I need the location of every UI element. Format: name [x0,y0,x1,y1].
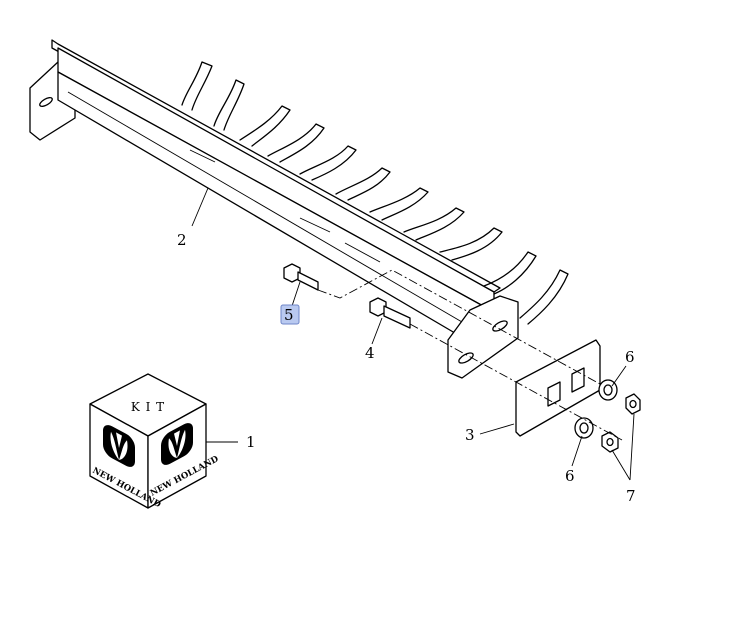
tine-3 [239,105,291,147]
callout-4[interactable]: 4 [365,344,375,362]
bar-mark-2 [299,217,331,233]
leader-7 [611,413,635,481]
left-plate-slot [39,96,53,108]
leader-5 [291,281,301,307]
assembly-center-lines [317,269,623,441]
washer-upper-hole [603,384,613,396]
leader-lines [191,187,635,481]
bar-lower-face [57,71,495,337]
leader-6-upper [611,365,627,387]
tine-9 [439,227,503,261]
leader-3 [479,423,515,435]
callout-7[interactable]: 7 [626,487,636,505]
callout-5-highlight [280,304,300,325]
tine-7 [369,187,429,221]
nut-upper-hole [629,399,637,409]
nut-lower-body [601,431,619,453]
bar-top-flange [51,39,501,293]
right-plate-slot-upper [492,320,508,332]
kit-logo-left-icon [103,425,135,467]
nut-lower [601,431,619,453]
leader-6-lower [571,435,583,467]
tine-4 [267,123,325,163]
callout-5-label: 5 [284,306,294,324]
bar-front-face [57,47,495,313]
nut-upper [625,393,641,415]
bar-mark-3 [344,242,381,263]
callout-3-label: 3 [465,426,475,444]
callout-5-selected[interactable]: 5 [280,304,300,325]
bolt-5-shank [297,271,319,291]
nut-upper-body [625,393,641,415]
bolt-4-drawing [369,297,411,329]
washer-lower [574,417,594,439]
tine-1 [181,61,213,111]
callout-7-label: 7 [626,487,636,505]
bolt-5-drawing [283,263,319,291]
callout-3[interactable]: 3 [465,426,475,444]
tine-bar-assembly [29,39,569,379]
center-line-bolt-4 [409,323,623,441]
callout-6-upper-label: 6 [625,348,635,366]
callout-6-lower[interactable]: 6 [565,467,575,485]
callout-1[interactable]: 1 [246,433,256,451]
washer-lower-hole [579,422,589,434]
callout-2[interactable]: 2 [177,231,187,249]
kit-logo-right-icon [161,423,193,465]
bolt-4-shank [383,305,411,329]
callout-1-label: 1 [246,433,256,451]
callout-2-label: 2 [177,231,187,249]
tine-11 [519,269,569,325]
tine-10 [483,251,537,295]
right-end-plate [447,295,519,379]
leader-2 [191,187,209,227]
tine-6 [335,167,391,201]
kit-box: K I T NEW HOLLAND NEW HOLLAND [89,373,221,511]
right-plate-slot-lower [458,352,474,364]
shim-slot-right [571,367,585,393]
tine-5 [299,145,357,181]
callout-4-label: 4 [365,344,375,362]
leader-4 [371,317,383,345]
bar-mark-1 [189,149,216,163]
kit-label: K I T [131,400,165,414]
bar-edge-line [67,91,463,323]
callout-6-upper[interactable]: 6 [625,348,635,366]
callout-6-lower-label: 6 [565,467,575,485]
tine-8 [403,207,465,241]
tine-2 [213,79,245,131]
tines [181,61,569,325]
center-line-bolt-5 [317,269,601,385]
nut-lower-hole [606,437,614,447]
washer-lower-outer [574,417,594,439]
